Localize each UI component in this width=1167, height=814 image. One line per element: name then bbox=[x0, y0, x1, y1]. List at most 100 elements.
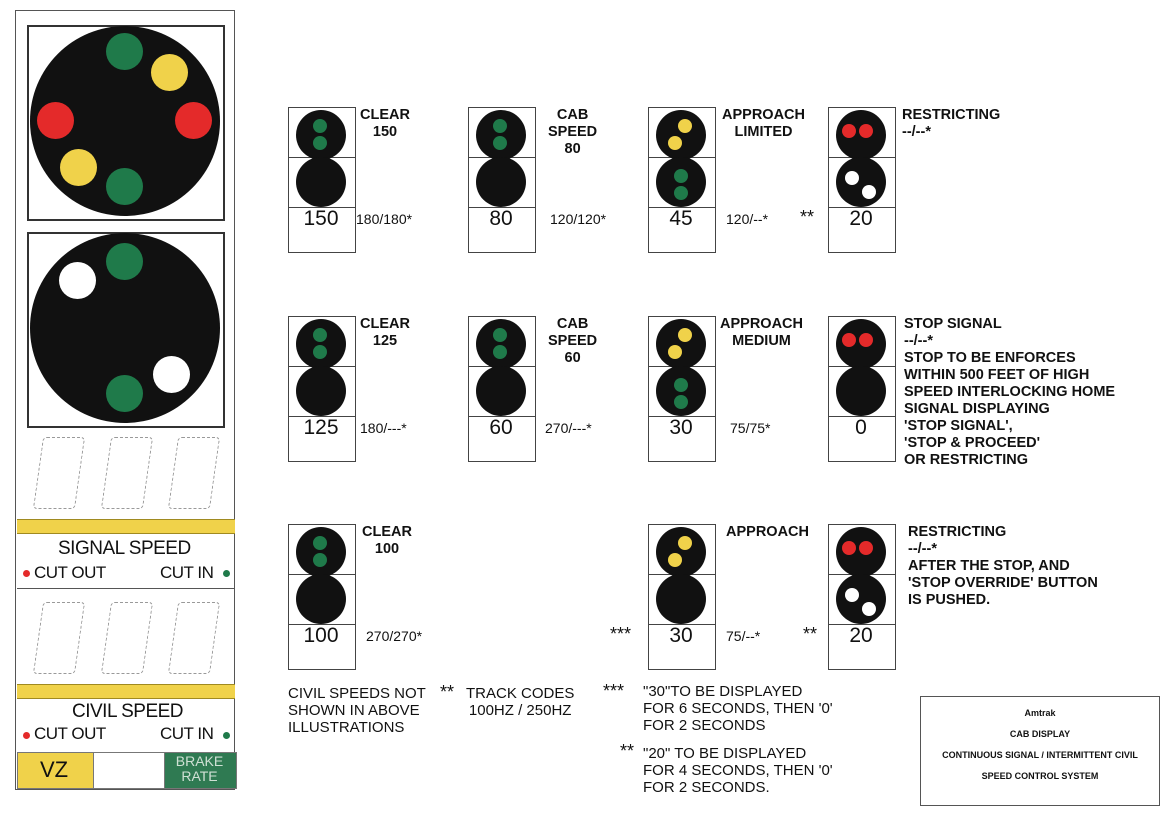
green-lamp bbox=[493, 328, 507, 342]
cut-out-label: CUT OUT bbox=[34, 563, 106, 582]
speed-value: 0 bbox=[855, 416, 867, 439]
title-line: CONTINUOUS SIGNAL / INTERMITTENT CIVIL bbox=[942, 750, 1138, 760]
note-mark: ** bbox=[440, 682, 455, 702]
track-code: 270/270* bbox=[366, 628, 423, 644]
lower-lamp-disc bbox=[296, 366, 346, 416]
title-block: Amtrak CAB DISPLAY CONTINUOUS SIGNAL / I… bbox=[920, 696, 1160, 806]
brake-rate-label: BRAKE RATE bbox=[175, 753, 224, 784]
yellow-lamp bbox=[151, 54, 188, 91]
blank-box bbox=[468, 232, 536, 253]
red-lamp bbox=[175, 102, 212, 139]
track-code: 270/---* bbox=[545, 420, 592, 436]
speed-display-box bbox=[468, 416, 536, 442]
blank-box bbox=[288, 232, 356, 253]
lower-lamp-disc bbox=[836, 366, 886, 416]
title-line: SPEED CONTROL SYSTEM bbox=[981, 771, 1099, 781]
red-lamp bbox=[842, 333, 856, 347]
note-20-seconds: "20" TO BE DISPLAYED FOR 4 SECONDS, THEN… bbox=[643, 745, 833, 796]
upper-lamp-disc bbox=[476, 319, 526, 369]
green-lamp bbox=[674, 395, 688, 409]
civil-speed-bar bbox=[17, 684, 235, 699]
aspect-title: STOP SIGNAL --/--* STOP TO BE ENFORCES W… bbox=[904, 316, 1116, 468]
yellow-lamp bbox=[668, 345, 682, 359]
aspect-title: CLEAR 125 bbox=[360, 316, 410, 349]
blank-box bbox=[828, 649, 896, 670]
blank-box bbox=[288, 649, 356, 670]
white-lamp bbox=[845, 588, 859, 602]
title-line: CAB DISPLAY bbox=[1009, 729, 1071, 739]
vz-label: VZ bbox=[40, 757, 69, 782]
divider bbox=[17, 588, 235, 589]
red-lamp bbox=[842, 124, 856, 138]
white-lamp bbox=[59, 262, 96, 299]
speed-value: 125 bbox=[303, 416, 339, 439]
speed-value: 60 bbox=[489, 416, 513, 439]
blank-box bbox=[648, 232, 716, 253]
yellow-lamp bbox=[678, 536, 692, 550]
speed-value: 80 bbox=[489, 207, 513, 230]
speed-value: 30 bbox=[669, 624, 693, 647]
blank-box bbox=[828, 232, 896, 253]
note-mark: ** bbox=[800, 207, 815, 227]
track-code: 120/--* bbox=[726, 211, 769, 227]
speed-display-box bbox=[288, 624, 356, 650]
green-lamp bbox=[313, 536, 327, 550]
cut-in-label: CUT IN bbox=[160, 724, 214, 743]
yellow-lamp bbox=[60, 149, 97, 186]
red-lamp bbox=[859, 124, 873, 138]
upper-lamp-disc bbox=[656, 110, 706, 160]
cut-in-indicator bbox=[223, 732, 230, 739]
red-lamp bbox=[37, 102, 74, 139]
track-code: 180/---* bbox=[360, 420, 407, 436]
red-lamp bbox=[859, 541, 873, 555]
aspect-title: RESTRICTING --/--* bbox=[902, 107, 1001, 140]
cut-out-indicator bbox=[23, 732, 30, 739]
yellow-lamp bbox=[668, 136, 682, 150]
signal-speed-bar bbox=[17, 519, 235, 534]
white-lamp bbox=[845, 171, 859, 185]
blank-box bbox=[288, 441, 356, 462]
vz-button[interactable] bbox=[17, 752, 94, 789]
track-code: 75/75* bbox=[730, 420, 771, 436]
blank-box bbox=[648, 649, 716, 670]
speed-value: 30 bbox=[669, 416, 693, 439]
speed-value: 20 bbox=[849, 624, 873, 647]
green-lamp bbox=[313, 345, 327, 359]
yellow-lamp bbox=[668, 553, 682, 567]
yellow-lamp bbox=[678, 328, 692, 342]
green-lamp bbox=[674, 186, 688, 200]
green-lamp bbox=[106, 243, 143, 280]
brake-rate-button[interactable] bbox=[164, 752, 237, 789]
green-lamp bbox=[313, 553, 327, 567]
cut-in-label: CUT IN bbox=[160, 563, 214, 582]
speed-value: 100 bbox=[303, 624, 339, 647]
upper-lamp-disc bbox=[296, 110, 346, 160]
aspect-title: APPROACH LIMITED bbox=[722, 107, 805, 140]
red-lamp bbox=[859, 333, 873, 347]
green-lamp bbox=[493, 136, 507, 150]
blank-box bbox=[468, 441, 536, 462]
note-mark: *** bbox=[603, 681, 625, 701]
white-lamp bbox=[862, 185, 876, 199]
upper-lamp-disc bbox=[656, 319, 706, 369]
blank-box bbox=[648, 441, 716, 462]
green-lamp bbox=[674, 378, 688, 392]
speed-value: 20 bbox=[849, 207, 873, 230]
note-mark: *** bbox=[610, 624, 632, 644]
green-lamp bbox=[106, 168, 143, 205]
blank-button[interactable] bbox=[93, 752, 165, 789]
lower-lamp-disc bbox=[836, 157, 886, 207]
lower-lamp-disc bbox=[836, 574, 886, 624]
lower-lamp-disc bbox=[656, 574, 706, 624]
track-code: 180/180* bbox=[356, 211, 413, 227]
aspect-title: CLEAR 150 bbox=[360, 107, 410, 140]
aspect-title: APPROACH MEDIUM bbox=[720, 316, 803, 349]
green-lamp bbox=[674, 169, 688, 183]
green-lamp bbox=[313, 136, 327, 150]
speed-display-box bbox=[468, 207, 536, 233]
speed-display-box bbox=[288, 416, 356, 442]
red-lamp bbox=[842, 541, 856, 555]
green-lamp bbox=[106, 375, 143, 412]
aspect-title: CAB SPEED 80 bbox=[548, 107, 598, 157]
aspect-title: APPROACH bbox=[726, 524, 809, 540]
